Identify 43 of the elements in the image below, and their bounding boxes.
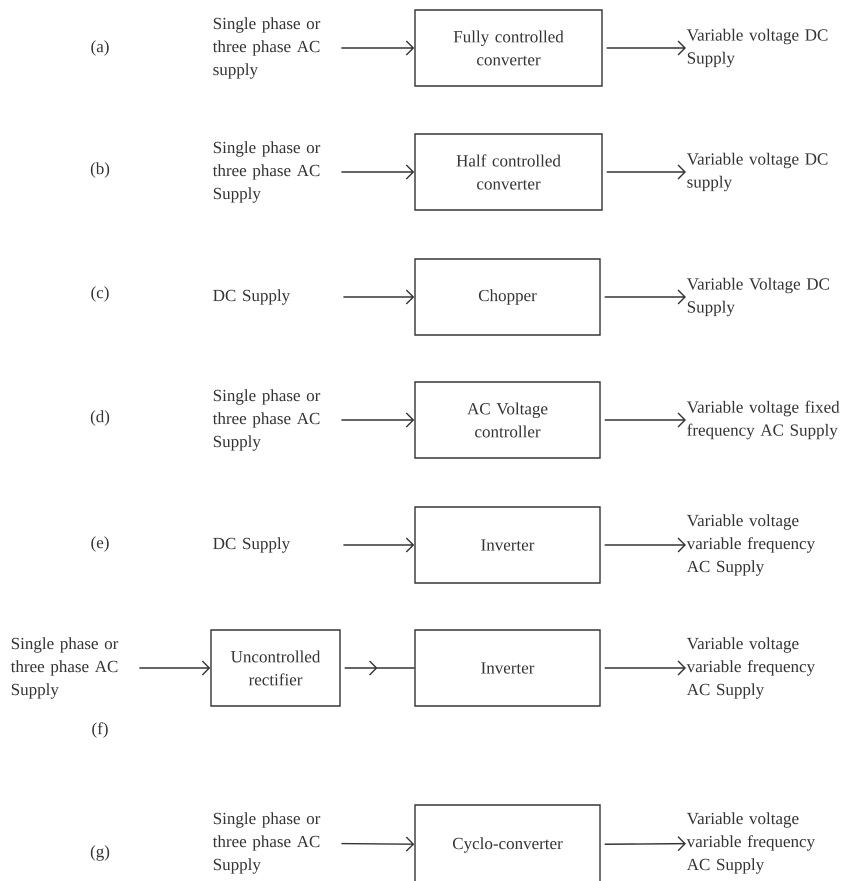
supply-label: Single phase or three phase AC supply [212,17,320,79]
supply-label: Variable voltage DC Supply [686,28,828,68]
arrow [604,836,686,852]
supply-label: Single phase or three phase AC Supply [212,141,320,203]
converter-box: Chopper [414,258,601,336]
supply-label: Single phase or three phase AC Supply [212,389,320,451]
arrow [341,836,414,852]
arrow [341,412,414,428]
panel-label: (a) [91,40,109,56]
supply-label: Single phase or three phase AC Supply [10,637,118,699]
arrow [343,290,414,304]
arrow [341,40,414,56]
supply-label: Single phase or three phase AC Supply [212,812,320,874]
supply-label: Variable voltage variable frequency AC Supply [686,637,816,699]
supply-label: Variable voltage variable frequency AC Supply [686,812,816,874]
arrow [139,660,210,676]
converter-box: Half controlled converter [414,133,603,211]
arrow [604,290,686,304]
arrow [343,538,414,552]
panel-label: (g) [90,845,110,861]
panel-label: (b) [90,162,110,178]
supply-label: DC Supply [213,537,290,553]
panel-label: (d) [90,410,110,426]
arrow [606,164,686,180]
supply-label: Variable voltage fixed frequency AC Supply [686,400,840,440]
panel-label: (e) [91,536,109,552]
converter-box: Uncontrolled rectifier [210,629,341,707]
converter-box: Inverter [414,629,601,707]
arrow [341,164,414,180]
supply-label: Variable voltage DC supply [686,152,828,192]
arrow [604,538,686,552]
supply-label: Variable voltage variable frequency AC Supply [686,514,816,576]
arrow [606,40,686,56]
converter-box: AC Voltage controller [414,381,601,459]
panel-label: (c) [91,286,109,302]
converter-box: Cyclo-converter [414,804,601,881]
converter-box: Inverter [414,506,601,584]
supply-label: Variable Voltage DC Supply [686,278,829,316]
panel-label: (f) [92,722,108,738]
supply-label: DC Supply [213,289,290,305]
arrow [604,412,686,428]
converter-box: Fully controlled converter [414,9,603,87]
arrow [604,660,686,676]
